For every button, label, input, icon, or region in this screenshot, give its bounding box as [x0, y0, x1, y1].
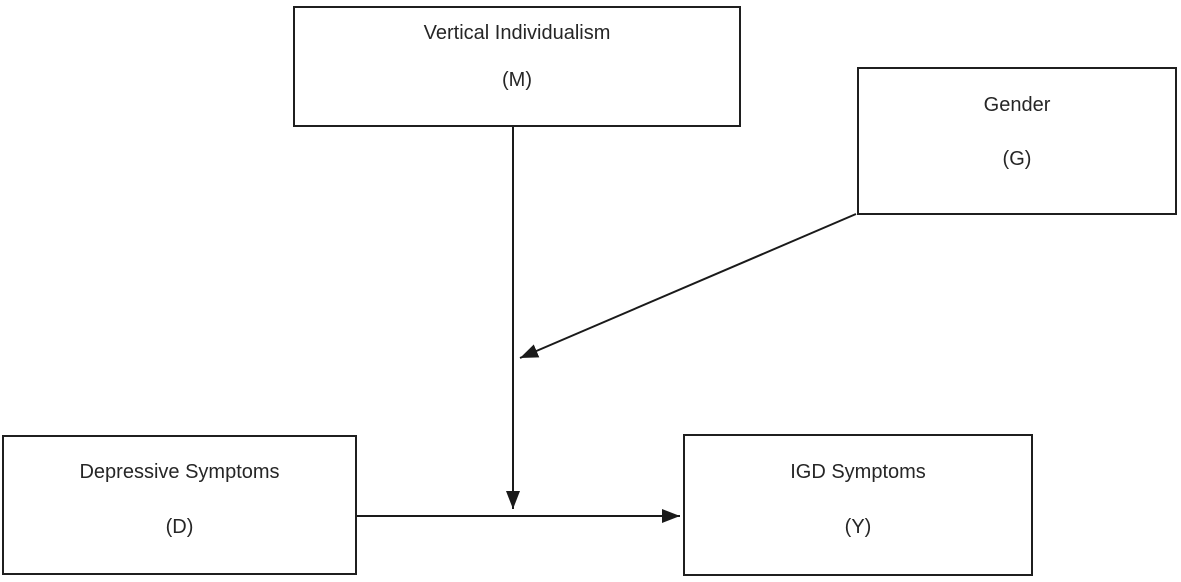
box-gender: Gender (G): [857, 67, 1177, 215]
box-depressive-symptoms: Depressive Symptoms (D): [2, 435, 357, 575]
box-igd-symptoms: IGD Symptoms (Y): [683, 434, 1033, 576]
box-gender-label: Gender: [983, 94, 1051, 116]
box-vertical-individualism: Vertical Individualism (M): [293, 6, 741, 127]
box-vertical-individualism-label: Vertical Individualism: [423, 22, 611, 44]
box-igd-symptoms-label: IGD Symptoms: [790, 461, 926, 483]
box-vertical-individualism-code: (M): [502, 69, 532, 91]
box-depressive-symptoms-code: (D): [165, 516, 194, 538]
box-igd-symptoms-code: (Y): [844, 516, 872, 538]
arrow-g-to-m-arrow: [519, 213, 857, 359]
box-depressive-symptoms-label: Depressive Symptoms: [79, 461, 280, 483]
box-gender-code: (G): [1002, 148, 1032, 170]
